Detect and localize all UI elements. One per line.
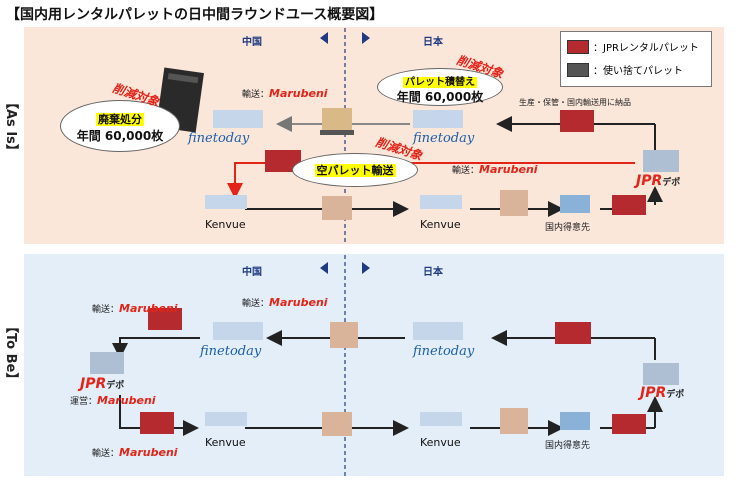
jpr-pallet-stack-icon xyxy=(148,308,182,330)
warehouse-icon xyxy=(90,352,124,374)
cargo-box-icon xyxy=(500,408,528,434)
empty-transport-label: 空パレット輸送 xyxy=(314,164,396,177)
japan-label: 日本 xyxy=(423,37,443,48)
transport-prefix: 輸送： xyxy=(452,166,480,176)
cargo-box-icon xyxy=(330,322,358,348)
marubeni-logo: Marubeni xyxy=(269,87,328,100)
legend-disposable: ：使い捨てパレット xyxy=(593,66,683,77)
cargo-box-icon xyxy=(322,412,352,436)
tobe-label: 【To Be】 xyxy=(3,320,18,386)
finetoday-logo: finetoday xyxy=(188,131,250,146)
transport-label: 輸送：Marubeni xyxy=(242,87,328,100)
cargo-box-icon xyxy=(322,196,352,220)
marubeni-logo: Marubeni xyxy=(119,446,178,459)
warehouse-icon xyxy=(205,412,247,426)
warehouse-icon xyxy=(413,110,463,128)
finetoday-logo: finetoday xyxy=(413,344,475,359)
depot-suffix: デポ xyxy=(662,178,681,188)
jpr-pallet-stack-icon xyxy=(555,322,591,344)
jpr-logo: JPR xyxy=(80,376,107,392)
disposable-pallet-swatch xyxy=(567,62,589,77)
warehouse-icon xyxy=(213,110,263,128)
warehouse-icon xyxy=(413,322,463,340)
warehouse-icon xyxy=(420,195,462,209)
operation-prefix: 運営： xyxy=(70,397,98,407)
kenvue-logo: Kenvue xyxy=(205,218,246,231)
production-label: 生産・保管・国内輸送用に納品 xyxy=(519,98,631,107)
marubeni-logo: Marubeni xyxy=(479,163,538,176)
tobe-panel xyxy=(24,254,724,476)
jpr-depot-logo: JPRデポ xyxy=(636,173,680,189)
depot-suffix: デポ xyxy=(106,381,125,391)
disposable-pallet-cargo-icon xyxy=(320,108,354,135)
transport-prefix: 輸送： xyxy=(92,305,120,315)
jpr-pallet-stack-icon xyxy=(560,110,594,132)
transport-label: 輸送：Marubeni xyxy=(92,302,178,315)
repack-bubble: パレット積替え 年間 60,000枚 xyxy=(377,68,503,106)
depot-suffix: デポ xyxy=(666,390,685,400)
warehouse-icon xyxy=(205,195,247,209)
flow-line xyxy=(112,337,200,359)
cargo-box-icon xyxy=(500,190,528,216)
transport-prefix: 輸送： xyxy=(242,90,270,100)
warehouse-icon xyxy=(213,322,263,340)
empty-transport-bubble: 空パレット輸送 xyxy=(292,153,418,187)
customer-building-icon xyxy=(560,195,590,213)
finetoday-logo: finetoday xyxy=(200,344,262,359)
warehouse-icon xyxy=(643,150,679,172)
jpr-logo: JPR xyxy=(640,385,667,401)
repack-value: 年間 60,000枚 xyxy=(396,90,484,104)
marubeni-logo: Marubeni xyxy=(269,296,328,309)
operation-label: 運営：Marubeni xyxy=(70,394,156,407)
transport-prefix: 輸送： xyxy=(92,449,120,459)
kenvue-logo: Kenvue xyxy=(420,436,461,449)
japan-label-tobe: 日本 xyxy=(423,267,443,278)
jpr-depot-logo: JPRデポ xyxy=(640,385,684,401)
destination-label: 国内得意先 xyxy=(545,441,591,451)
transport-label: 輸送：Marubeni xyxy=(92,446,178,459)
china-label: 中国 xyxy=(242,37,262,48)
disposal-value: 年間 60,000枚 xyxy=(76,129,164,143)
transport-label: 輸送：Marubeni xyxy=(242,296,328,309)
warehouse-icon xyxy=(643,363,679,385)
page-title: 【国内用レンタルパレットの日中間ラウンドユース概要図】 xyxy=(6,7,384,23)
legend: ：JPRレンタルパレット ：使い捨てパレット xyxy=(560,31,712,87)
transport-label: 輸送：Marubeni xyxy=(452,163,538,176)
customer-building-icon xyxy=(560,412,590,430)
kenvue-logo: Kenvue xyxy=(420,218,461,231)
kenvue-logo: Kenvue xyxy=(205,436,246,449)
jpr-pallet-stack-icon xyxy=(140,412,174,434)
repack-title: パレット積替え xyxy=(403,77,477,88)
jpr-logo: JPR xyxy=(636,173,663,189)
jpr-pallet-swatch xyxy=(567,39,589,54)
asis-label: 【As Is】 xyxy=(3,96,18,157)
china-label-tobe: 中国 xyxy=(242,267,262,278)
marubeni-logo: Marubeni xyxy=(119,302,178,315)
disposal-bubble: 廃棄処分 年間 60,000枚 xyxy=(60,100,180,152)
warehouse-icon xyxy=(420,412,462,426)
jpr-depot-logo: JPRデポ xyxy=(80,376,124,392)
legend-jpr: ：JPRレンタルパレット xyxy=(593,43,699,54)
jpr-pallet-stack-icon xyxy=(612,195,646,215)
transport-prefix: 輸送： xyxy=(242,299,270,309)
finetoday-logo: finetoday xyxy=(413,131,475,146)
disposal-title: 廃棄処分 xyxy=(96,113,144,126)
jpr-pallet-stack-icon xyxy=(612,414,646,434)
marubeni-logo: Marubeni xyxy=(97,394,156,407)
destination-label: 国内得意先 xyxy=(545,223,591,233)
